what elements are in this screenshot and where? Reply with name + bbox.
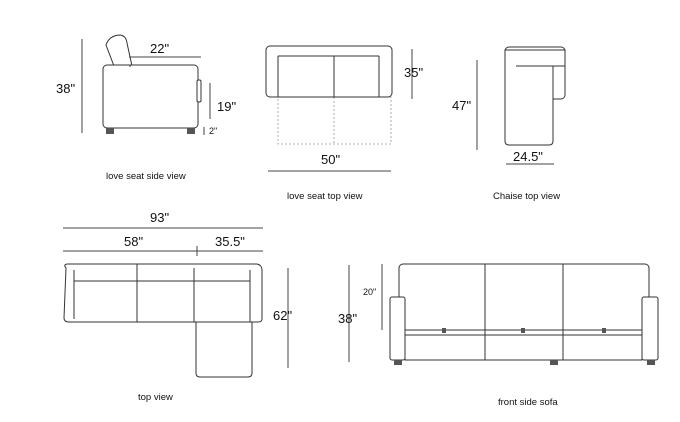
love-seat-top-view: 35" 50" love seat top view (265, 45, 423, 202)
top-width-label: 50" (321, 152, 340, 167)
side-leg-height-label: 2" (209, 126, 217, 136)
chaise-length-label: 47" (452, 98, 471, 113)
chaise-top-drawing (504, 46, 566, 146)
sectional-top-drawing (63, 263, 263, 378)
sectional-chaise-width-label: 35.5" (215, 234, 245, 249)
sectional-depth-label: 62" (273, 308, 292, 323)
side-height-label: 38" (56, 81, 75, 96)
sectional-loveseat-width-dimension-line (63, 246, 263, 256)
side-seat-height-label: 19" (217, 99, 236, 114)
love-seat-top-caption: love seat top view (287, 191, 363, 202)
chaise-top-caption: Chaise top view (493, 191, 560, 202)
sectional-loveseat-width-label: 58" (124, 234, 143, 249)
love-seat-side-drawing (102, 34, 202, 134)
chaise-top-view: 47" 24.5" Chaise top view (452, 46, 566, 202)
front-height-label: 38" (338, 311, 357, 326)
love-seat-top-drawing (265, 45, 393, 145)
top-depth-label: 35" (404, 65, 423, 80)
front-back-height-label: 20" (363, 287, 376, 297)
sectional-top-caption: top view (138, 392, 173, 403)
side-depth-label: 22" (150, 41, 169, 56)
love-seat-side-caption: love seat side view (106, 171, 186, 182)
chaise-width-label: 24.5" (513, 149, 543, 164)
sectional-overall-width-label: 93" (150, 210, 169, 225)
love-seat-side-view: 38" 22" 19" 2" love seat side view (56, 34, 236, 182)
front-sofa-caption: front side sofa (498, 397, 558, 408)
front-sofa-view: 38" 20" front side sofa (338, 263, 659, 408)
front-sofa-drawing (389, 263, 659, 365)
sectional-top-view: 93" 58" 35.5" 62" top view (63, 210, 292, 403)
